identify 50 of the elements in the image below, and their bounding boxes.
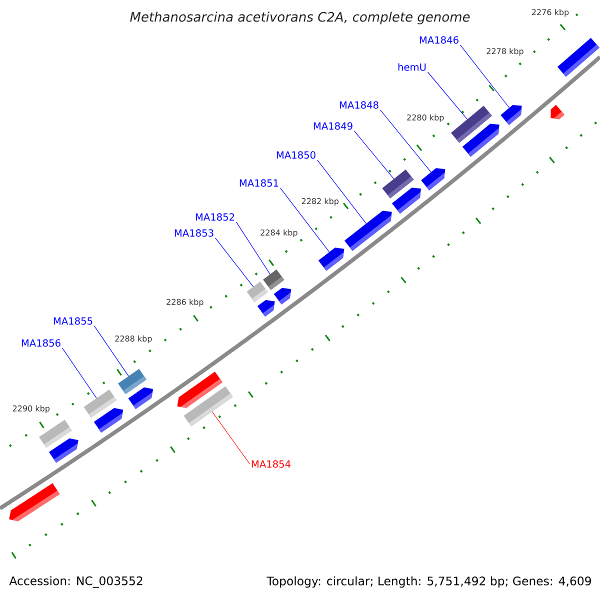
tick-label: 2290 kbp bbox=[12, 405, 50, 414]
leader-line bbox=[460, 44, 510, 108]
leader-line bbox=[280, 188, 330, 252]
gene-block bbox=[274, 288, 292, 304]
gene-label: hemU bbox=[398, 63, 426, 71]
gene-box bbox=[246, 282, 268, 302]
gene-label: MA1856 bbox=[22, 339, 60, 347]
gene-block bbox=[500, 104, 522, 126]
gene-label: MA1850 bbox=[276, 151, 316, 159]
gene-block bbox=[550, 104, 564, 120]
leader-line bbox=[236, 222, 270, 275]
gene-block bbox=[421, 168, 446, 190]
leader-line bbox=[316, 160, 366, 224]
gene-label: MA1854 bbox=[252, 460, 290, 468]
gene-block bbox=[48, 438, 78, 463]
tick-label: 2284 kbp bbox=[260, 229, 298, 238]
tick-label: 2280 kbp bbox=[407, 114, 444, 122]
tick-label: 2288 kbp bbox=[115, 335, 152, 344]
leader-line bbox=[214, 238, 254, 288]
accession-text: Accession: NC_003552 bbox=[9, 576, 142, 588]
leader-line bbox=[354, 130, 394, 180]
tick-label: 2286 kbp bbox=[166, 298, 204, 306]
leader-line bbox=[94, 326, 129, 376]
gene-block bbox=[318, 248, 344, 271]
map-title: Methanosarcina acetivorans C2A, complete genome bbox=[130, 12, 470, 24]
gene-label: MA1846 bbox=[420, 36, 458, 44]
gene-label: MA1855 bbox=[54, 317, 92, 325]
leader-line bbox=[212, 411, 250, 464]
gene-label: MA1851 bbox=[240, 179, 278, 187]
leader-line bbox=[62, 348, 97, 399]
tick-label: 2282 kbp bbox=[302, 198, 339, 206]
gene-block bbox=[344, 210, 392, 251]
tick-label: 2276 kbp bbox=[532, 8, 569, 17]
gene-block bbox=[257, 300, 275, 317]
gene-block bbox=[128, 387, 154, 409]
gene-block bbox=[94, 408, 124, 433]
gene-label: MA1849 bbox=[314, 122, 352, 130]
gene-label: MA1848 bbox=[340, 101, 378, 109]
gene-label: MA1852 bbox=[196, 213, 234, 221]
genome-info-text: Topology: circular; Length: 5,751,492 bp; Genes: 4,609 bbox=[266, 576, 591, 588]
gene-label: MA1853 bbox=[174, 229, 214, 237]
gene-block bbox=[462, 124, 500, 157]
gene-box bbox=[263, 270, 284, 290]
tick-label: 2278 kbp bbox=[486, 48, 524, 56]
leader-line bbox=[427, 72, 468, 120]
gene-box bbox=[184, 386, 233, 426]
gene-block bbox=[392, 188, 421, 214]
gene-bar bbox=[557, 38, 600, 77]
gene-block bbox=[9, 483, 60, 522]
leader-line bbox=[380, 110, 432, 172]
